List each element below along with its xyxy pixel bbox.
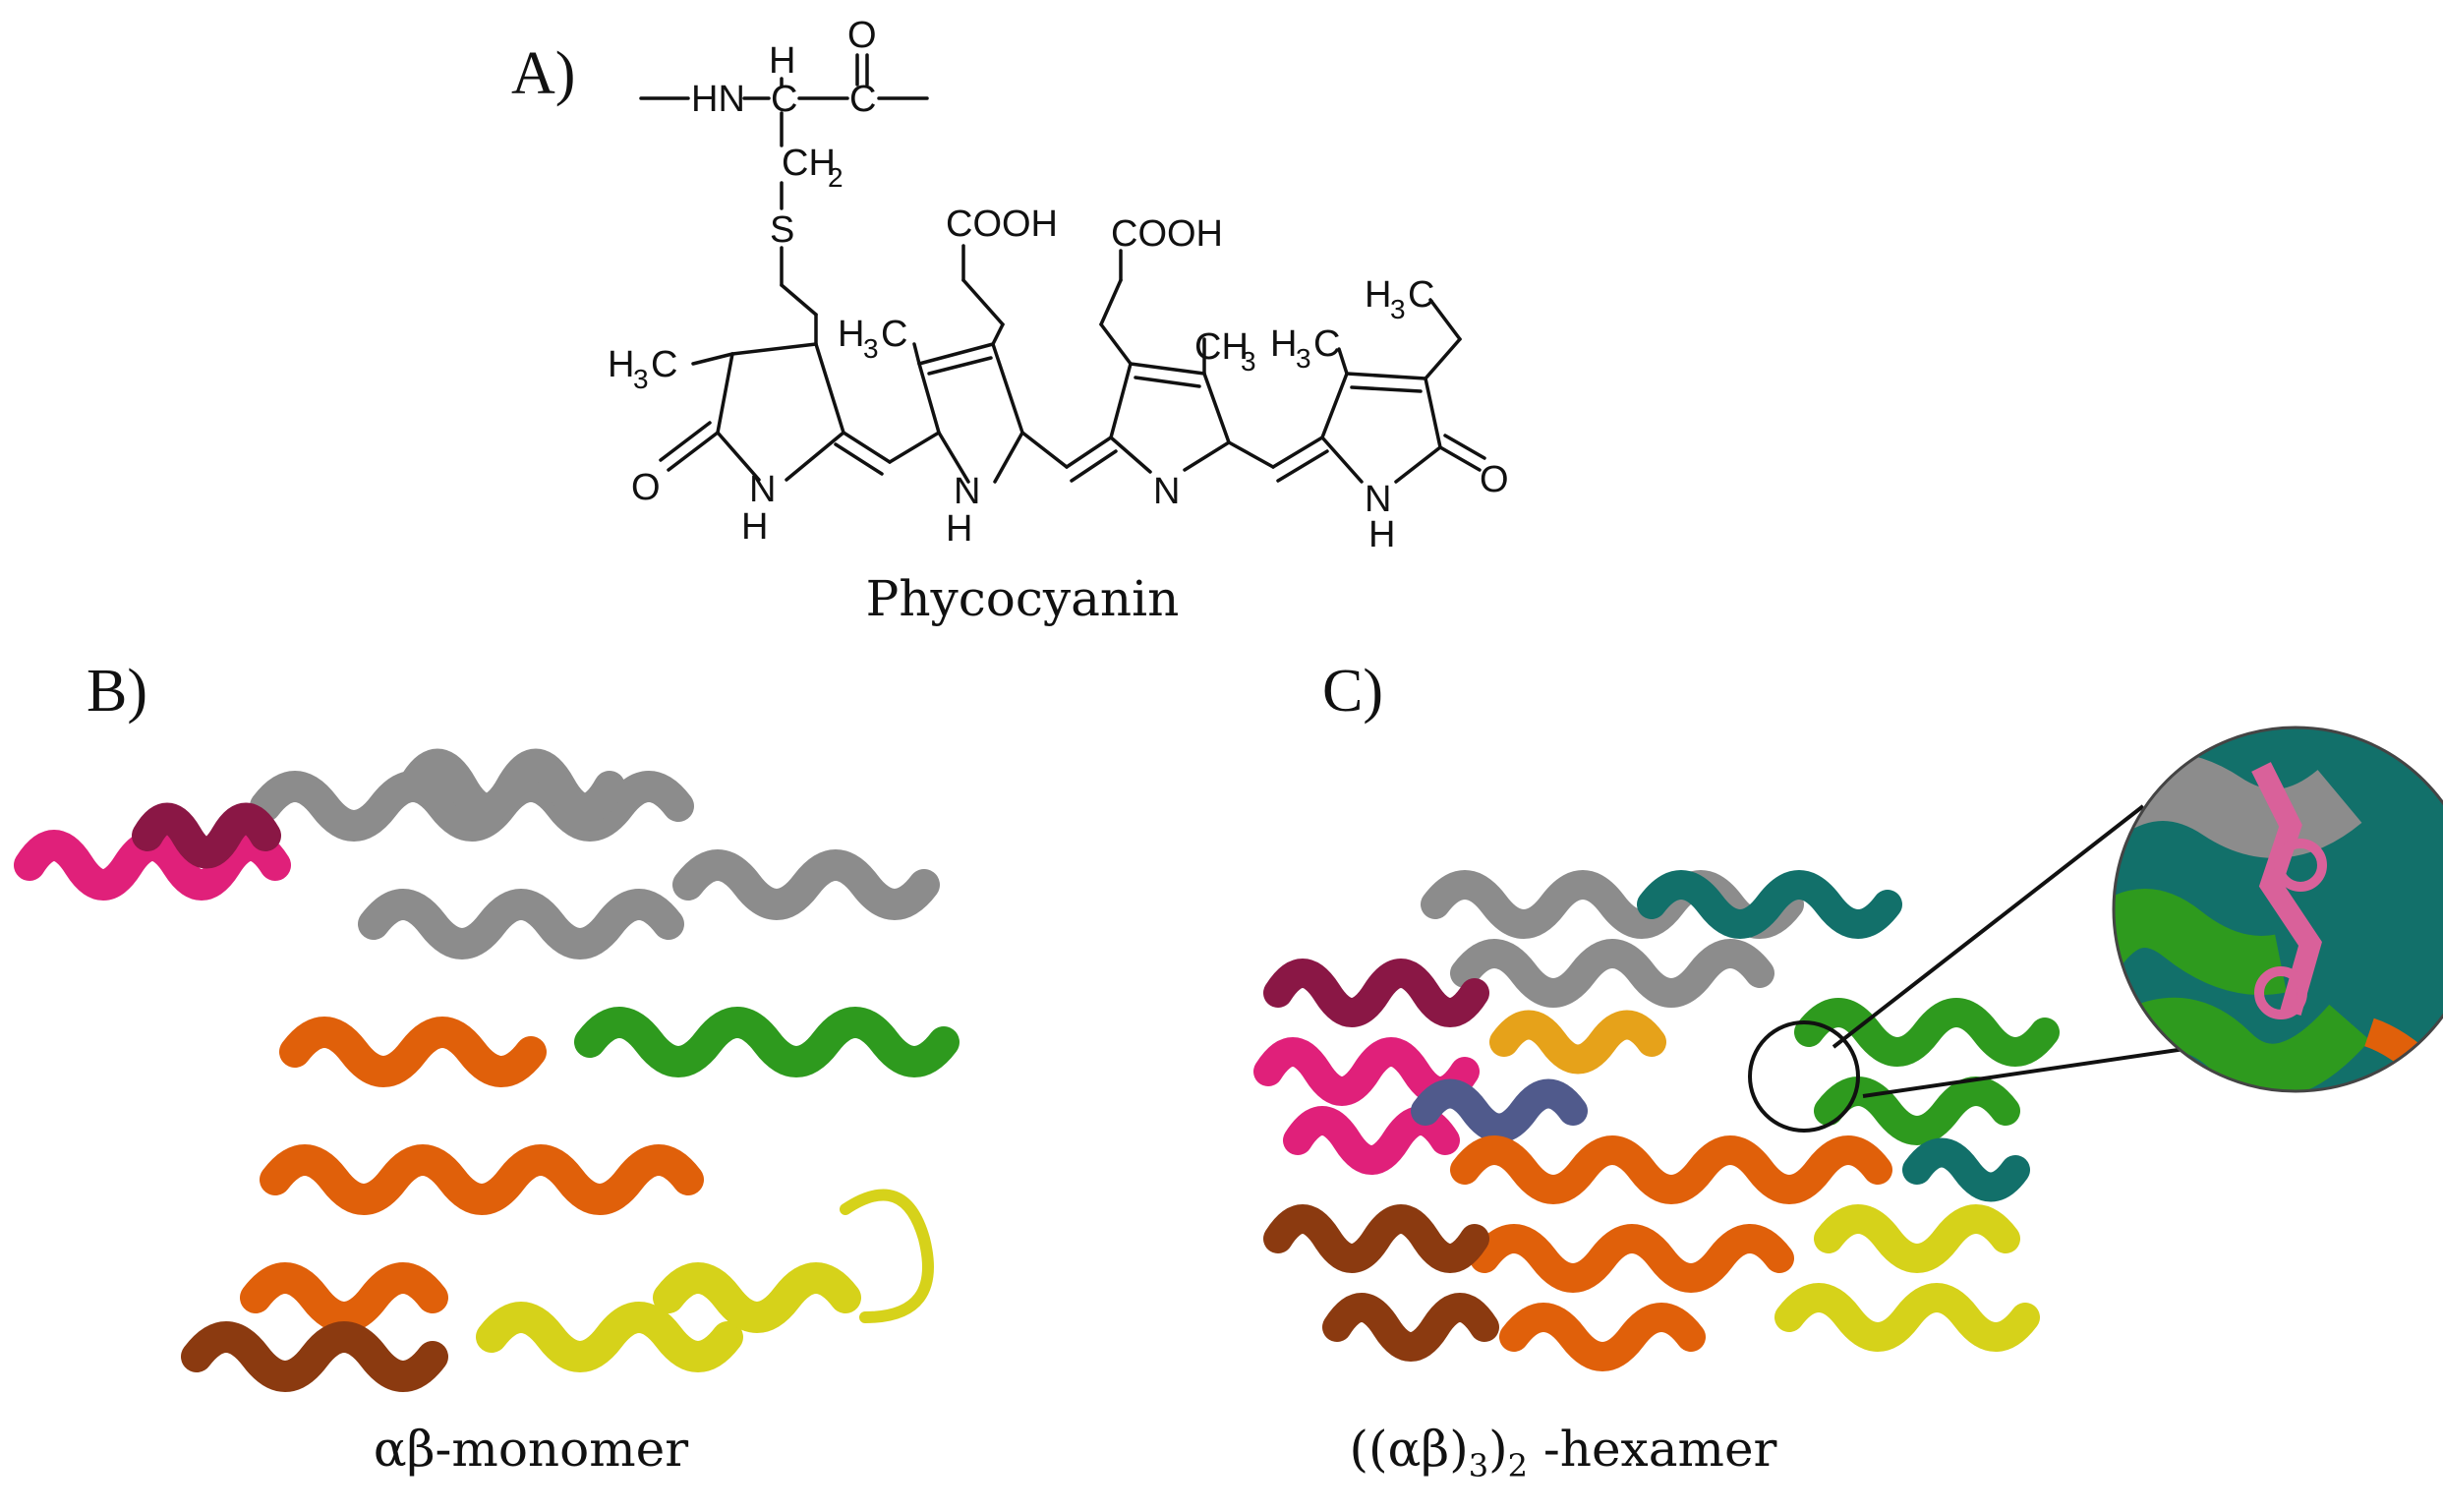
- helix-gray-1: [250, 771, 694, 842]
- atom-h3c-e: H: [1365, 274, 1391, 316]
- helix-maroon: [132, 802, 281, 869]
- atom-cooh2: COOH: [1111, 213, 1223, 255]
- atom-s: S: [770, 209, 794, 251]
- atom-ch2: CH: [782, 143, 836, 184]
- atom-nh2-n: N: [954, 471, 980, 512]
- helix-yellow-1: [476, 1302, 743, 1372]
- atom-h: H: [769, 40, 795, 82]
- helix-gray-2: [397, 748, 625, 825]
- hexamer-cartoon: [1253, 870, 2060, 1371]
- helix-green: [574, 1007, 960, 1077]
- atom-o-right: O: [1480, 459, 1509, 500]
- atom-ch3-c: CH: [1194, 326, 1249, 368]
- caption-c-mid: ): [1488, 1421, 1508, 1478]
- caption-c-sub2: 2: [1507, 1447, 1528, 1484]
- monomer-cartoon: [14, 748, 960, 1392]
- helix-orange-1: [279, 1017, 547, 1087]
- atom-nh1-n: N: [749, 469, 776, 510]
- helix-gray-4: [672, 849, 940, 920]
- atom-h3c-a-sub: 3: [633, 364, 649, 394]
- atom-nh1-h: H: [741, 506, 768, 548]
- loop-yellow: [840, 1189, 934, 1323]
- caption-a: Phycocyanin: [865, 570, 1180, 627]
- caption-c: ((αβ)3)2 -hexamer: [1308, 1421, 1819, 1484]
- helix-brown: [181, 1321, 448, 1392]
- helix-magenta: [14, 830, 291, 901]
- atom-h3c-a: H: [608, 344, 634, 385]
- caption-c-pre: ((αβ): [1349, 1421, 1469, 1478]
- atom-h3c-b: H: [838, 314, 864, 355]
- phycocyanin-structure: HN H C C O CH 2 S H 3 C O N H N H H 3 C …: [608, 15, 1509, 555]
- panel-label-c: C): [1322, 658, 1383, 725]
- zoom-inset: [1832, 726, 2443, 1098]
- atom-nh: HN: [691, 79, 745, 120]
- atom-h3c-e-sub: 3: [1390, 294, 1406, 324]
- atom-ch3-c-sub: 3: [1241, 346, 1256, 377]
- atom-h3c-b-c: C: [881, 314, 907, 355]
- caption-c-post: -hexamer: [1527, 1421, 1777, 1478]
- atom-c1: C: [771, 79, 797, 120]
- panel-label-b: B): [87, 658, 147, 725]
- atom-o: O: [847, 15, 877, 56]
- helix-orange-3: [240, 1262, 448, 1333]
- atom-h3c-d-sub: 3: [1296, 343, 1311, 374]
- helix-orange-2: [260, 1144, 704, 1215]
- atom-h3c-e-c: C: [1408, 274, 1434, 316]
- atom-h3c-d-c: C: [1313, 323, 1340, 365]
- helix-gray-3: [358, 889, 684, 960]
- panel-label-a: A): [511, 40, 576, 107]
- caption-b: αβ-monomer: [373, 1421, 689, 1478]
- zoom-region-circle: [1748, 1020, 1860, 1133]
- atom-nh4-n: N: [1365, 479, 1391, 520]
- atom-h3c-a-c: C: [651, 344, 677, 385]
- helix-yellow-2: [653, 1262, 861, 1333]
- atom-h3c-d: H: [1270, 323, 1297, 365]
- atom-h3c-b-sub: 3: [863, 333, 879, 364]
- atom-n3: N: [1153, 471, 1180, 512]
- atom-o-left: O: [631, 467, 661, 508]
- atom-ch2-sub: 2: [828, 162, 843, 193]
- atom-c2: C: [849, 79, 876, 120]
- atom-nh4-h: H: [1368, 514, 1395, 555]
- atom-nh2-h: H: [946, 508, 972, 550]
- caption-c-sub3: 3: [1468, 1447, 1489, 1484]
- atom-cooh1: COOH: [946, 204, 1058, 245]
